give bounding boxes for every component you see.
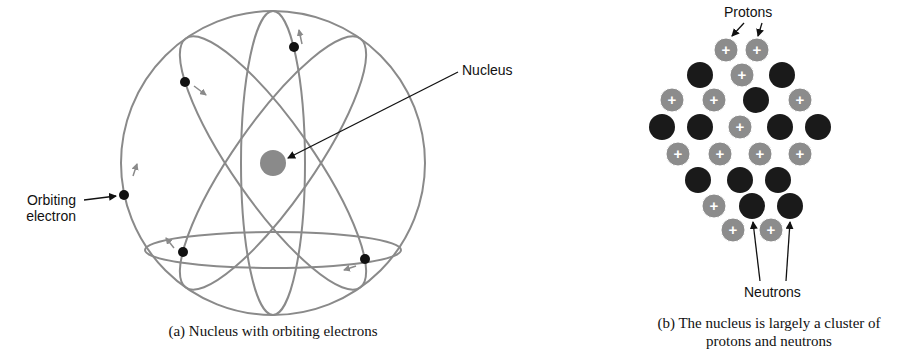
- orbit-lines: [121, 11, 425, 315]
- proton-charge: +: [714, 40, 738, 60]
- proton-charge: +: [748, 144, 772, 164]
- nucleus-dot: [260, 150, 286, 176]
- callout-label: Neutrons: [744, 284, 801, 300]
- proton-charge: +: [660, 90, 684, 110]
- proton-charge: +: [702, 90, 726, 110]
- proton-charge: +: [759, 220, 783, 240]
- electron-motion-arrows: [133, 30, 356, 270]
- leader-lines: [84, 23, 790, 281]
- proton-charge: +: [702, 196, 726, 216]
- proton-charge: +: [788, 144, 812, 164]
- callout-label: Nucleus: [462, 62, 513, 78]
- proton-charge: +: [721, 220, 745, 240]
- callout-label: Protons: [724, 4, 772, 20]
- callout-label: Orbiting electron: [6, 192, 76, 224]
- proton-charge: +: [708, 144, 732, 164]
- proton-charge: +: [788, 90, 812, 110]
- proton-circles: [660, 38, 812, 242]
- figure-caption: (a) Nucleus with orbiting electrons: [110, 322, 436, 340]
- electrons: [119, 42, 370, 264]
- proton-charge: +: [730, 65, 754, 85]
- figure-caption: (b) The nucleus is largely a cluster of …: [640, 314, 898, 350]
- proton-charge: +: [666, 144, 690, 164]
- neutron-circles: [649, 62, 831, 219]
- proton-charge: +: [745, 40, 769, 60]
- proton-charge: +: [728, 117, 752, 137]
